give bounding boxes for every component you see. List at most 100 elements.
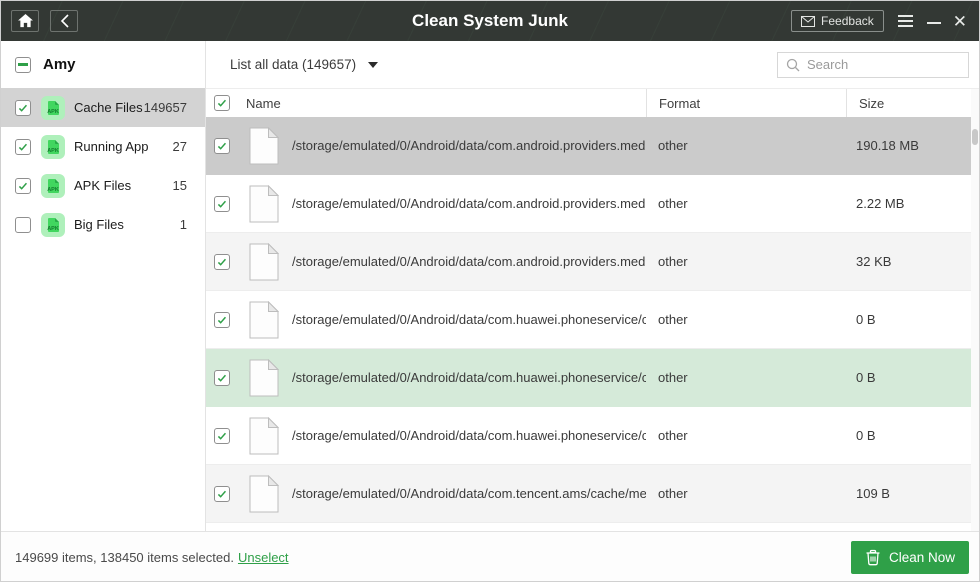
sidebar-item-checkbox[interactable] [15, 216, 31, 233]
file-list: /storage/emulated/0/Android/data/com.and… [206, 117, 971, 523]
feedback-label: Feedback [821, 14, 874, 28]
sidebar-item-count: 1 [179, 217, 187, 232]
sidebar-item-checkbox[interactable] [15, 177, 31, 194]
sidebar-item-checkbox[interactable] [15, 99, 31, 116]
file-size: 32 KB [856, 254, 892, 269]
sidebar-item-count: 149657 [143, 100, 187, 115]
row-checkbox[interactable] [214, 137, 230, 154]
sidebar-item-label: APK Files [74, 178, 132, 193]
menu-button[interactable] [896, 13, 915, 29]
feedback-button[interactable]: Feedback [791, 10, 884, 32]
toolbar: List all data (149657) [206, 41, 979, 89]
footer-bar: 149699 items, 138450 items selected.Unse… [1, 531, 979, 581]
row-checkbox[interactable] [214, 195, 230, 212]
sidebar-item-big-files[interactable]: APK Big Files 1 [1, 205, 205, 244]
clean-now-label: Clean Now [888, 550, 955, 565]
titlebar: Clean System Junk Feedback ✕ [1, 1, 979, 41]
sidebar-header: Amy [1, 41, 205, 88]
file-format: other [658, 138, 688, 153]
file-size: 190.18 MB [856, 138, 919, 153]
file-path: /storage/emulated/0/Android/data/com.and… [292, 254, 646, 269]
file-icon [249, 126, 279, 164]
main-panel: List all data (149657) Name Format Size … [206, 41, 979, 531]
row-checkbox[interactable] [214, 253, 230, 270]
table-row[interactable]: /storage/emulated/0/Android/data/com.hua… [206, 407, 971, 465]
file-format: other [658, 486, 688, 501]
table-row[interactable]: /storage/emulated/0/Android/data/com.and… [206, 117, 971, 175]
file-format: other [658, 370, 688, 385]
close-button[interactable]: ✕ [952, 11, 967, 31]
svg-text:APK: APK [47, 148, 59, 154]
table-row[interactable]: /storage/emulated/0/Android/data/com.ten… [206, 465, 971, 523]
apk-file-icon: APK [41, 95, 65, 120]
sidebar-item-label: Running App [74, 139, 149, 154]
row-checkbox[interactable] [214, 369, 230, 386]
apk-file-icon: APK [41, 173, 65, 198]
file-path: /storage/emulated/0/Android/data/com.and… [292, 196, 646, 211]
home-button[interactable] [11, 10, 39, 32]
sidebar-item-count: 15 [172, 178, 187, 193]
file-format: other [658, 196, 688, 211]
back-button[interactable] [50, 10, 78, 32]
file-size: 0 B [856, 370, 876, 385]
row-checkbox[interactable] [214, 311, 230, 328]
row-checkbox[interactable] [214, 427, 230, 444]
column-header-size[interactable]: Size [846, 89, 971, 117]
table-row[interactable]: /storage/emulated/0/Android/data/com.and… [206, 233, 971, 291]
trash-icon [866, 549, 880, 566]
file-path: /storage/emulated/0/Android/data/com.and… [292, 138, 646, 153]
search-icon [786, 58, 800, 71]
svg-text:APK: APK [47, 109, 59, 115]
file-icon [249, 184, 279, 222]
table-row[interactable]: /storage/emulated/0/Android/data/com.hua… [206, 349, 971, 407]
column-header-format[interactable]: Format [646, 89, 846, 117]
sidebar-item-count: 27 [172, 139, 187, 154]
envelope-icon [801, 15, 816, 27]
file-size: 0 B [856, 428, 876, 443]
file-path: /storage/emulated/0/Android/data/com.hua… [292, 312, 646, 327]
file-size: 109 B [856, 486, 890, 501]
selection-summary: 149699 items, 138450 items selected.Unse… [15, 550, 289, 565]
sidebar-item-apk-files[interactable]: APK APK Files 15 [1, 166, 205, 205]
row-checkbox[interactable] [214, 485, 230, 502]
filter-dropdown[interactable]: List all data (149657) [230, 57, 379, 72]
header-checkbox[interactable] [214, 95, 230, 111]
scrollbar[interactable] [971, 89, 979, 531]
file-path: /storage/emulated/0/Android/data/com.ten… [292, 486, 646, 501]
back-arrow-icon [60, 14, 69, 28]
search-input[interactable] [807, 57, 960, 72]
file-size: 0 B [856, 312, 876, 327]
file-format: other [658, 312, 688, 327]
minimize-button[interactable] [926, 22, 941, 24]
column-header-name[interactable]: Name [206, 89, 646, 117]
table-header: Name Format Size [206, 89, 971, 117]
svg-text:APK: APK [47, 187, 59, 193]
file-icon [249, 300, 279, 338]
file-icon [249, 358, 279, 396]
table-row[interactable]: /storage/emulated/0/Android/data/com.and… [206, 175, 971, 233]
file-format: other [658, 428, 688, 443]
svg-text:APK: APK [47, 226, 59, 232]
unselect-link[interactable]: Unselect [237, 550, 289, 565]
file-path: /storage/emulated/0/Android/data/com.hua… [292, 428, 646, 443]
chevron-down-icon [368, 61, 379, 68]
file-icon [249, 474, 279, 512]
sidebar-item-label: Big Files [74, 217, 124, 232]
clean-now-button[interactable]: Clean Now [850, 541, 969, 574]
sidebar-item-running-app[interactable]: APK Running App 27 [1, 127, 205, 166]
table-row[interactable]: /storage/emulated/0/Android/data/com.hua… [206, 291, 971, 349]
file-format: other [658, 254, 688, 269]
apk-file-icon: APK [41, 212, 65, 237]
sidebar-item-label: Cache Files [74, 100, 143, 115]
select-all-checkbox[interactable] [15, 56, 31, 73]
sidebar-item-checkbox[interactable] [15, 138, 31, 155]
scrollbar-thumb[interactable] [972, 129, 978, 145]
file-path: /storage/emulated/0/Android/data/com.hua… [292, 370, 646, 385]
file-size: 2.22 MB [856, 196, 905, 211]
search-box [777, 51, 969, 78]
filter-label: List all data (149657) [230, 57, 357, 72]
apk-file-icon: APK [41, 134, 65, 159]
